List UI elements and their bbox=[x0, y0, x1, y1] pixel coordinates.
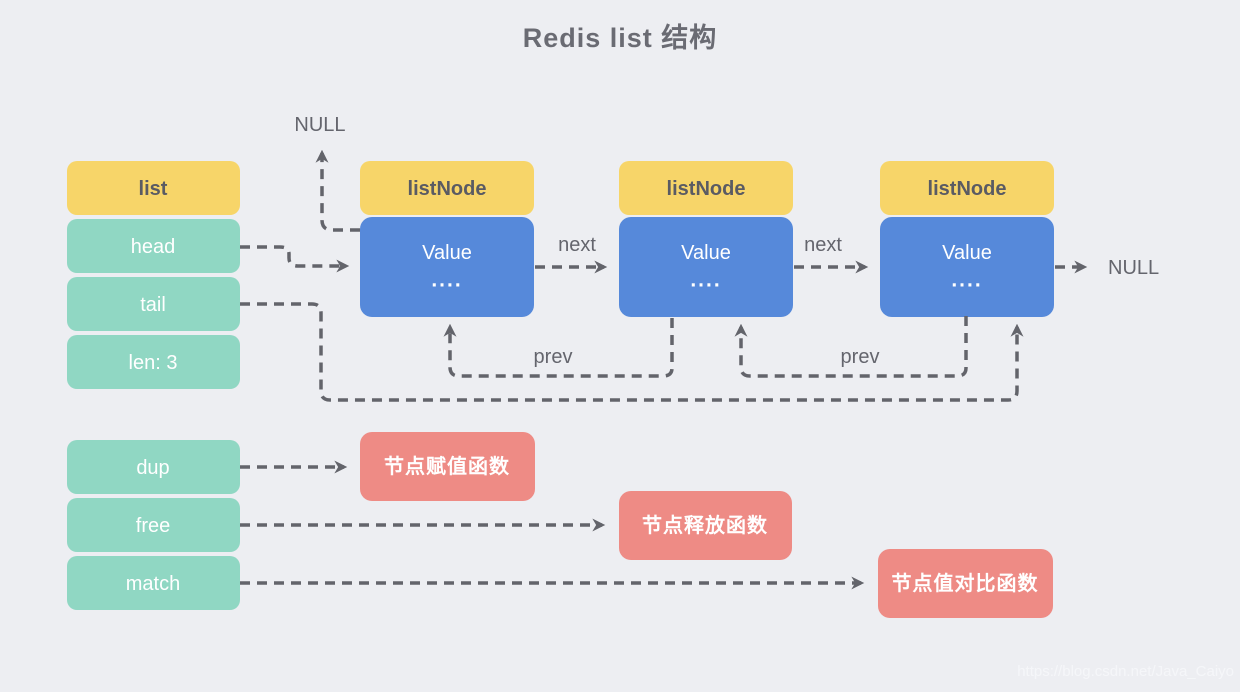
list-head-label: head bbox=[131, 236, 176, 258]
match-box bbox=[67, 556, 240, 610]
dup-function-label: 节点赋值函数 bbox=[384, 454, 510, 478]
null-top-label: NULL bbox=[294, 114, 345, 136]
node1-prev-null-arrow bbox=[315, 149, 360, 232]
prev-label-1: prev bbox=[534, 346, 573, 368]
node2-header-label: listNode bbox=[667, 178, 746, 200]
node3-value-label: Value bbox=[942, 242, 992, 264]
node2-value-label: Value bbox=[681, 242, 731, 264]
node1-header-box bbox=[360, 161, 534, 215]
list-tail-label: tail bbox=[140, 294, 166, 316]
dup-function-box bbox=[360, 432, 535, 501]
free-label: free bbox=[136, 515, 170, 537]
list-header-box bbox=[67, 161, 240, 215]
prev-label-2: prev bbox=[841, 346, 880, 368]
list-struct: list head tail len: 3 bbox=[67, 161, 240, 389]
node1-value-box bbox=[360, 217, 534, 317]
node3-header-box bbox=[880, 161, 1054, 215]
list-node-1: listNode Value .... bbox=[360, 161, 534, 317]
function-descriptions: 节点赋值函数 节点释放函数 节点值对比函数 bbox=[360, 432, 1053, 618]
prev-arrow-2 bbox=[734, 316, 968, 378]
dup-box bbox=[67, 440, 240, 494]
dup-label: dup bbox=[136, 457, 169, 479]
list-header-label: list bbox=[139, 178, 168, 200]
free-function-box bbox=[619, 491, 792, 560]
node2-value-box bbox=[619, 217, 793, 317]
match-function-box bbox=[878, 549, 1053, 618]
node1-header-label: listNode bbox=[408, 178, 487, 200]
match-label: match bbox=[126, 573, 180, 595]
null-right-label: NULL bbox=[1108, 257, 1159, 279]
list-tail-box bbox=[67, 277, 240, 331]
next-label-2: next bbox=[804, 234, 842, 256]
node3-value-box bbox=[880, 217, 1054, 317]
list-node-2: listNode Value .... bbox=[619, 161, 793, 317]
node1-value-dots: .... bbox=[431, 269, 462, 292]
list-head-box bbox=[67, 219, 240, 273]
function-fields: dup free match bbox=[67, 440, 240, 610]
node1-value-label: Value bbox=[422, 242, 472, 264]
prev-arrow-1 bbox=[443, 318, 674, 378]
node3-header-label: listNode bbox=[928, 178, 1007, 200]
head-pointer-arrow bbox=[240, 245, 350, 273]
tail-pointer-arrow bbox=[240, 302, 1024, 402]
match-function-label: 节点值对比函数 bbox=[892, 571, 1039, 595]
node2-value-dots: .... bbox=[690, 269, 721, 292]
list-node-3: listNode Value .... bbox=[880, 161, 1054, 317]
next-label-1: next bbox=[558, 234, 596, 256]
node2-header-box bbox=[619, 161, 793, 215]
watermark: https://blog.csdn.net/Java_Caiyo bbox=[1017, 663, 1234, 680]
free-box bbox=[67, 498, 240, 552]
free-function-label: 节点释放函数 bbox=[642, 513, 768, 537]
node3-value-dots: .... bbox=[951, 269, 982, 292]
diagram-title: Redis list 结构 bbox=[523, 23, 718, 53]
list-len-label: len: 3 bbox=[129, 352, 178, 374]
list-len-box bbox=[67, 335, 240, 389]
